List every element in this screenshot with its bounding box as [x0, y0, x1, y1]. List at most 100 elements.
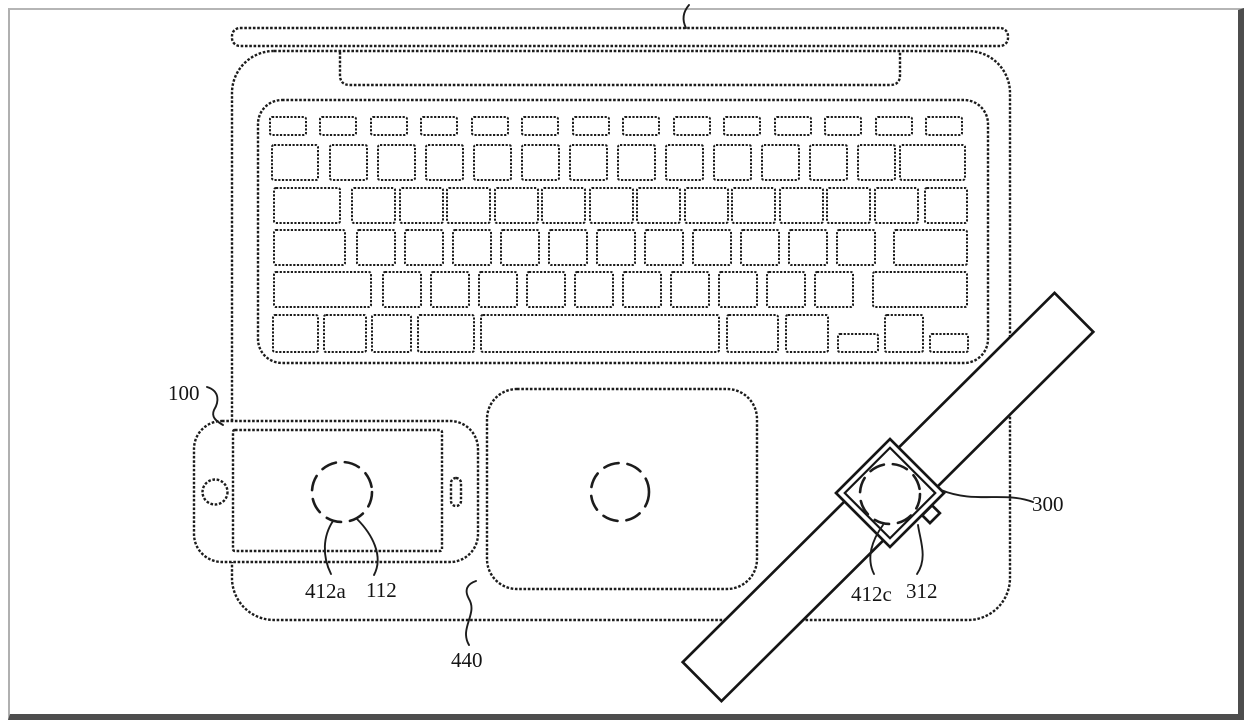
keyboard-key	[740, 229, 780, 266]
keyboard-key	[569, 144, 608, 181]
keyboard-key	[471, 116, 509, 136]
keyboard-key	[929, 333, 969, 353]
label-440: 440	[451, 648, 483, 672]
keyboard-key	[548, 229, 588, 266]
keyboard-key	[572, 116, 610, 136]
leader-300	[940, 489, 1034, 503]
keyboard-key	[273, 229, 346, 266]
keyboard-key	[665, 144, 704, 181]
watch-crown-icon	[920, 503, 942, 525]
keyboard-key	[473, 144, 512, 181]
keyboard-key	[826, 187, 871, 224]
keyboard-key	[779, 187, 824, 224]
figure-frame	[8, 8, 1244, 720]
keyboard-key	[500, 229, 540, 266]
keyboard-key	[788, 229, 828, 266]
keyboard-key	[726, 314, 779, 353]
keyboard-key	[925, 116, 963, 136]
phone-screen	[231, 428, 444, 553]
keyboard-key	[494, 187, 539, 224]
keyboard-key	[589, 187, 634, 224]
keyboard-key	[673, 116, 711, 136]
leader-412c	[869, 524, 884, 575]
keyboard-key	[480, 314, 720, 353]
keyboard-key	[824, 116, 862, 136]
keyboard-key	[622, 271, 662, 308]
keyboard-key	[731, 187, 776, 224]
keyboard-key	[399, 187, 444, 224]
keyboard-key	[596, 229, 636, 266]
keyboard-key	[351, 187, 396, 224]
keyboard-key	[446, 187, 491, 224]
keyboard-key	[809, 144, 848, 181]
leader-line-top	[682, 4, 690, 29]
leader-412a	[323, 520, 334, 575]
keyboard-key	[452, 229, 492, 266]
keyboard-key	[670, 271, 710, 308]
label-412a: 412a	[305, 579, 347, 603]
keyboard-key	[272, 314, 319, 353]
keyboard-key	[875, 116, 913, 136]
leader-312	[916, 524, 924, 575]
keyboard-key	[370, 116, 408, 136]
keyboard-key	[617, 144, 656, 181]
phone	[192, 419, 480, 564]
keyboard-key	[684, 187, 729, 224]
phone-speaker-icon	[449, 476, 463, 508]
keyboard-key	[271, 144, 319, 181]
keyboard-key	[837, 333, 879, 353]
keyboard-key	[574, 271, 614, 308]
trackpad	[485, 387, 759, 591]
keyboard-key	[774, 116, 812, 136]
keyboard-key	[785, 314, 829, 353]
watch-body-outer	[834, 437, 946, 549]
label-112: 112	[366, 578, 397, 602]
keyboard-key	[857, 144, 896, 181]
label-100: 100	[168, 381, 200, 405]
keyboard-key	[893, 229, 968, 266]
keyboard-key	[417, 314, 475, 353]
leader-112	[356, 518, 379, 576]
keyboard-key	[478, 271, 518, 308]
keyboard-key	[541, 187, 586, 224]
keyboard-key	[420, 116, 458, 136]
laptop-hinge-recess	[338, 52, 902, 87]
leader-440	[465, 580, 477, 646]
label-412c: 412c	[851, 582, 892, 606]
keyboard-key	[636, 187, 681, 224]
keyboard-key	[723, 116, 761, 136]
keyboard-key	[692, 229, 732, 266]
keyboard-key	[718, 271, 758, 308]
keyboard-key	[526, 271, 566, 308]
keyboard-key	[356, 229, 396, 266]
keyboard-key	[872, 271, 968, 308]
label-312: 312	[906, 579, 938, 603]
keyboard-key	[273, 187, 341, 224]
keyboard-key	[884, 314, 924, 353]
keyboard-key	[273, 271, 372, 308]
label-300: 300	[1032, 492, 1064, 516]
keyboard-key	[924, 187, 968, 224]
keyboard-key	[836, 229, 876, 266]
phone-coil	[310, 460, 374, 524]
watch-body-inner	[843, 446, 937, 540]
keyboard-key	[644, 229, 684, 266]
home-button-icon	[201, 478, 229, 506]
keyboard-key	[319, 116, 357, 136]
laptop-lid-edge	[230, 26, 1010, 48]
keyboard-key	[713, 144, 752, 181]
keyboard-key	[329, 144, 368, 181]
leader-100	[206, 386, 224, 426]
keyboard-key	[323, 314, 367, 353]
keyboard-key	[766, 271, 806, 308]
keyboard-key	[874, 187, 919, 224]
keyboard-key	[404, 229, 444, 266]
keyboard-key	[761, 144, 800, 181]
keyboard-key	[371, 314, 412, 353]
trackpad-coil	[589, 461, 651, 523]
keyboard-key	[425, 144, 464, 181]
watch-coil	[858, 462, 922, 526]
keyboard-key	[521, 116, 559, 136]
